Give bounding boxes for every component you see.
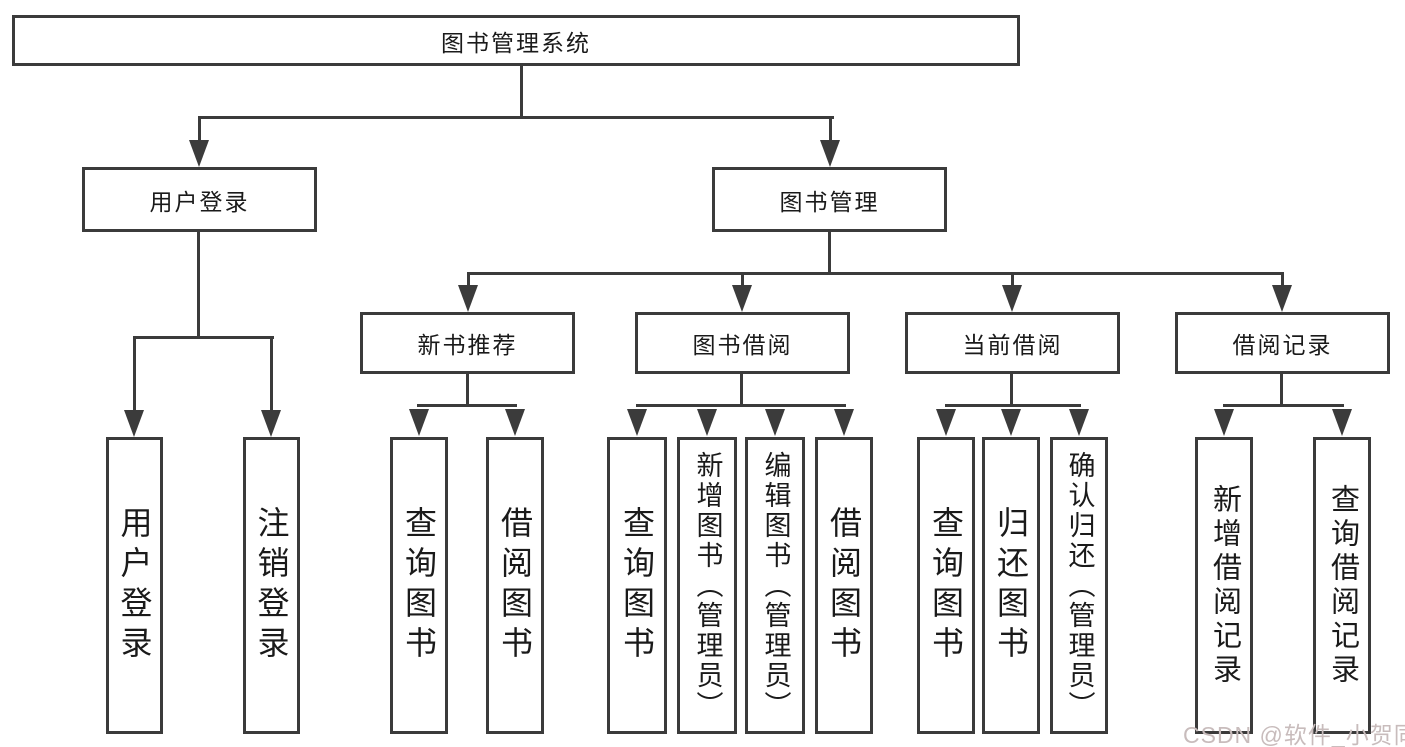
arrow-down-icon [1214,409,1234,436]
arrow-down-icon [189,140,209,167]
connector-records-stem [1280,373,1283,406]
leaf-query-book-current: 查询图书 [917,437,975,734]
node-new-book-recommend: 新书推荐 [360,312,575,374]
node-book-borrow-label: 图书借阅 [692,332,793,358]
connector-userlogin-stem [197,232,200,336]
node-current-borrow: 当前借阅 [905,312,1120,374]
leaf-confirm-return-admin-label: 确认归还（管理员） [1064,450,1095,721]
leaf-user-login-label: 用户登录 [116,505,153,666]
node-book-management: 图书管理 [712,167,947,232]
leaf-confirm-return-admin: 确认归还（管理员） [1050,437,1108,734]
arrow-down-icon [458,285,478,312]
connector-drop [270,336,273,414]
leaf-borrow-book-recommend-label: 借阅图书 [497,505,533,666]
leaf-logout-label: 注销登录 [253,505,290,666]
connector-drop [467,272,470,288]
connector-drop [829,116,832,146]
connector-root-stem [520,66,523,119]
connector-drop [198,116,201,146]
leaf-query-borrow-record: 查询借阅记录 [1313,437,1371,734]
connector-drop [133,336,136,414]
connector-newbook-branch [417,404,517,407]
leaf-user-login: 用户登录 [106,437,163,734]
arrow-down-icon [1272,285,1292,312]
leaf-query-book-recommend: 查询图书 [390,437,448,734]
node-borrow-records-label: 借阅记录 [1232,332,1333,358]
connector-level1-branch [198,116,834,119]
connector-records-branch [1223,404,1344,407]
leaf-borrow-book-label: 借阅图书 [826,505,862,666]
node-root: 图书管理系统 [12,15,1020,66]
node-book-management-label: 图书管理 [779,188,880,215]
leaf-edit-book-admin-label: 编辑图书（管理员） [760,450,791,721]
arrow-down-icon [936,409,956,436]
arrow-down-icon [697,409,717,436]
node-book-borrow: 图书借阅 [635,312,850,374]
arrow-down-icon [1069,409,1089,436]
connector-borrow-stem [740,373,743,406]
arrow-down-icon [627,409,647,436]
leaf-add-book-admin-label: 新增图书（管理员） [692,450,723,721]
connector-borrow-branch [636,404,846,407]
leaf-borrow-book-recommend: 借阅图书 [486,437,544,734]
leaf-add-borrow-record-label: 新增借阅记录 [1208,483,1241,688]
arrow-down-icon [409,409,429,436]
arrow-down-icon [261,410,281,437]
arrow-down-icon [732,285,752,312]
leaf-add-borrow-record: 新增借阅记录 [1195,437,1253,734]
leaf-logout: 注销登录 [243,437,300,734]
arrow-down-icon [1332,409,1352,436]
node-new-book-recommend-label: 新书推荐 [417,332,518,358]
connector-drop [1011,272,1014,288]
leaf-return-book: 归还图书 [982,437,1040,734]
arrow-down-icon [820,140,840,167]
arrow-down-icon [834,409,854,436]
node-borrow-records: 借阅记录 [1175,312,1390,374]
node-root-label: 图书管理系统 [441,29,591,56]
leaf-query-book-recommend-label: 查询图书 [401,505,437,666]
arrow-down-icon [124,410,144,437]
connector-userlogin-branch [133,336,274,339]
connector-current-stem [1010,373,1013,406]
leaf-edit-book-admin: 编辑图书（管理员） [745,437,805,734]
arrow-down-icon [1002,285,1022,312]
connector-current-branch [945,404,1081,407]
node-user-login-label: 用户登录 [149,188,250,215]
leaf-borrow-book: 借阅图书 [815,437,873,734]
node-user-login: 用户登录 [82,167,317,232]
leaf-query-book-borrow: 查询图书 [607,437,667,734]
watermark: CSDN @软件_小贺同学 [1183,722,1405,747]
connector-bookmgmt-branch [467,272,1283,275]
connector-drop [741,272,744,288]
connector-bookmgmt-stem [828,232,831,272]
arrow-down-icon [505,409,525,436]
leaf-query-borrow-record-label: 查询借阅记录 [1326,483,1359,688]
node-current-borrow-label: 当前借阅 [962,332,1063,358]
leaf-query-book-borrow-label: 查询图书 [619,505,655,666]
leaf-add-book-admin: 新增图书（管理员） [677,437,737,734]
leaf-query-book-current-label: 查询图书 [928,505,964,666]
connector-newbook-stem [466,373,469,406]
connector-drop [1281,272,1284,288]
arrow-down-icon [1001,409,1021,436]
arrow-down-icon [765,409,785,436]
leaf-return-book-label: 归还图书 [993,505,1029,666]
